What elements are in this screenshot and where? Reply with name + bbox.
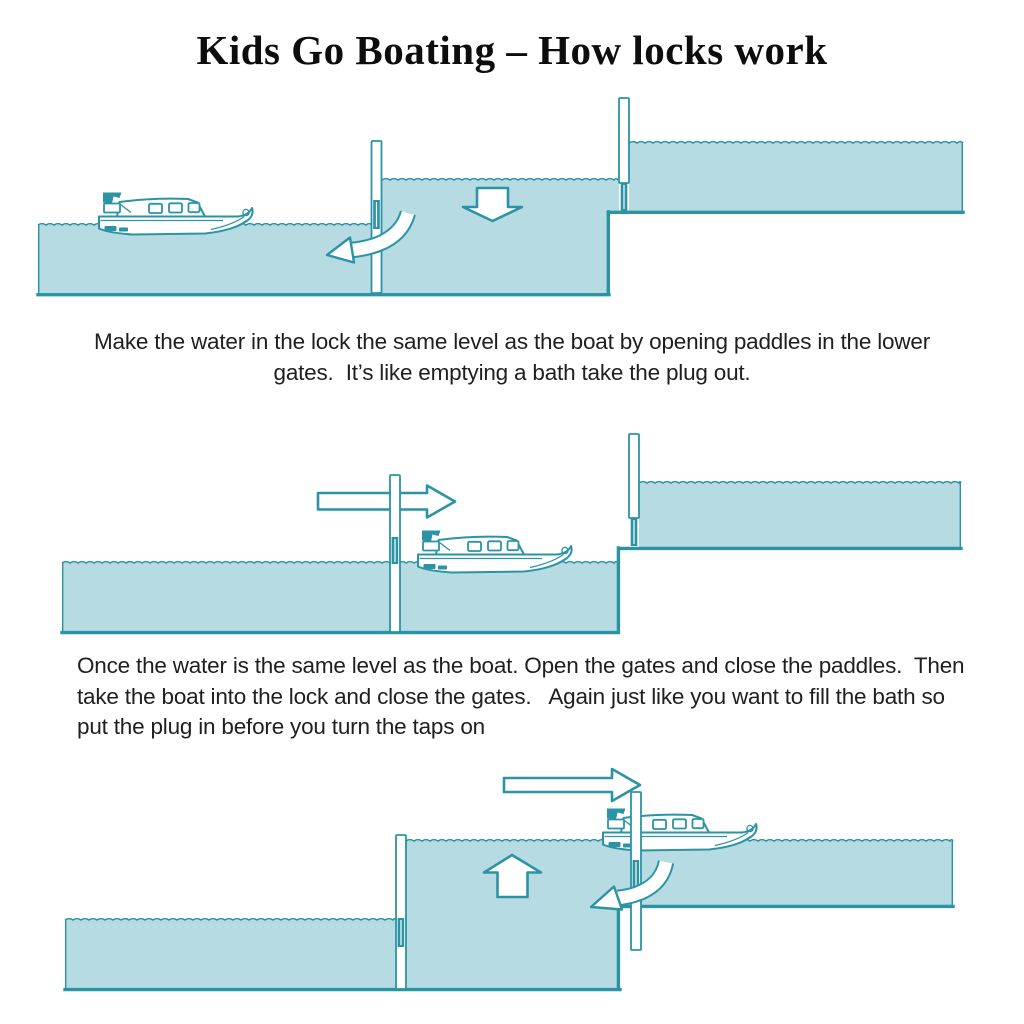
canal-bed (63, 904, 955, 992)
water-level-falling-arrow-icon (461, 186, 524, 223)
caption-line: Once the water is the same level as the … (77, 653, 965, 678)
page-title: Kids Go Boating – How locks work (196, 27, 828, 73)
lock-chamber-water (381, 177, 619, 294)
lower-lock-gate (395, 834, 407, 990)
upper-pound-water (628, 140, 964, 212)
lower-lock-gate (389, 474, 401, 633)
upper-lock-gate (630, 791, 642, 951)
upper-lock-gate (628, 433, 640, 546)
outflow-through-lower-paddle-arrow-icon (325, 210, 416, 264)
lower-lock-gate (370, 140, 383, 294)
caption-step-2: Once the water is the same level as the … (77, 651, 1017, 743)
lower-pound-water (64, 917, 397, 989)
canal-bed (60, 546, 963, 635)
boat-forward-arrow-icon (502, 767, 642, 803)
caption-line: Make the water in the lock the same leve… (93, 329, 930, 354)
canal-bed (36, 210, 965, 297)
chamber-and-upper-pound-water (405, 838, 954, 989)
caption-step-1: Make the water in the lock the same leve… (0, 327, 1024, 388)
caption-line: gates. It’s like emptying a bath take th… (273, 359, 751, 385)
caption-line: take the boat into the lock and close th… (77, 683, 945, 709)
inflow-through-upper-paddle-arrow-icon (589, 859, 675, 911)
boat-forward-arrow-icon (316, 484, 457, 519)
upper-pound-water (638, 480, 962, 548)
water-level-rising-arrow-icon (482, 853, 543, 899)
upper-lock-gate (618, 97, 630, 211)
caption-line: put the plug in before you turn the taps… (77, 714, 485, 739)
boat (602, 807, 758, 852)
